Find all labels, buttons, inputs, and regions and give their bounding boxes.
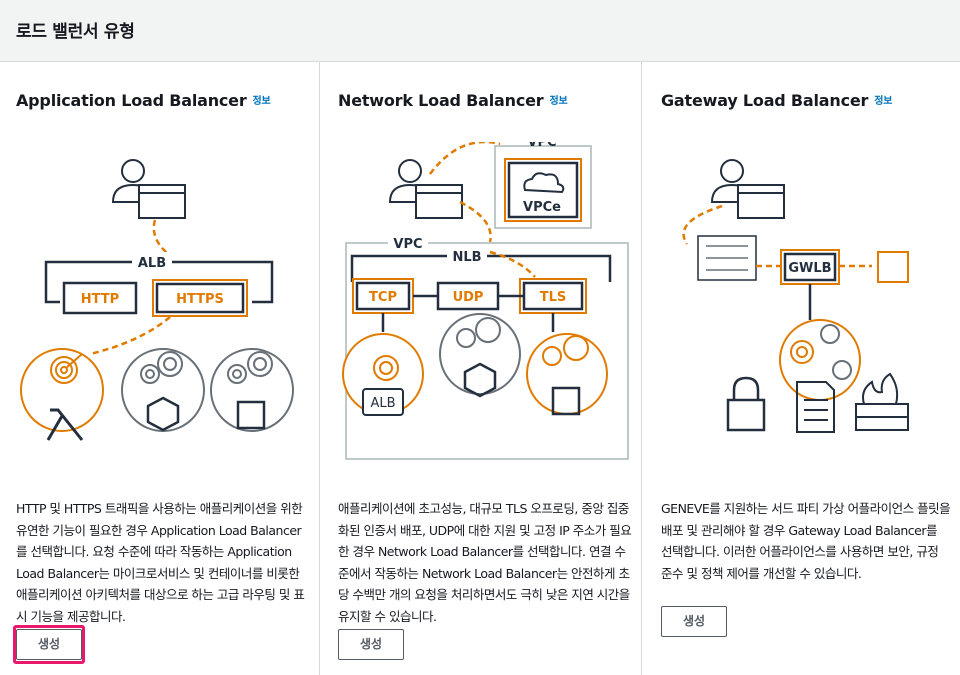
container-icon <box>146 396 180 432</box>
tcp-label: TCP <box>369 290 397 305</box>
gwlb-description: GENEVE를 지원하는 서드 파티 가상 어플라이언스 플릿을 배포 및 관리… <box>661 501 951 581</box>
chip-icon <box>877 251 909 283</box>
alb-target-label: ALB <box>370 396 395 411</box>
alb-group-label: ALB <box>138 256 166 271</box>
user-icon <box>388 159 463 219</box>
firewall-icon <box>855 372 909 431</box>
page-header: 로드 밸런서 유형 <box>0 0 960 62</box>
nlb-group-label: NLB <box>452 250 481 265</box>
vpc-top-label: VPC <box>527 142 556 150</box>
tls-label: TLS <box>540 290 567 305</box>
user-icon <box>710 159 785 219</box>
nlb-info-link[interactable]: 정보 <box>549 96 568 107</box>
vpc-label: VPC <box>393 237 422 252</box>
udp-label: UDP <box>453 290 484 305</box>
checklist-icon <box>796 381 835 433</box>
lock-icon <box>726 376 766 432</box>
nlb-create-button[interactable]: 생성 <box>338 629 404 660</box>
http-label: HTTP <box>81 292 119 307</box>
gwlb-create-button[interactable]: 생성 <box>661 606 727 637</box>
nlb-diagram: VPC VPCe VPC NLB TCP UDP TLS <box>342 142 629 460</box>
cloud-icon <box>523 172 565 194</box>
gwlb-info-link[interactable]: 정보 <box>874 96 893 107</box>
alb-description: HTTP 및 HTTPS 트래픽을 사용하는 애플리케이션을 위한 유연한 기능… <box>16 501 305 624</box>
lambda-icon <box>46 408 84 441</box>
alb-info-link[interactable]: 정보 <box>252 96 271 107</box>
alb-create-button[interactable]: 생성 <box>16 629 82 660</box>
browser-window-icon <box>138 184 186 219</box>
chip-icon <box>236 400 266 430</box>
alb-diagram: ALB HTTP HTTPS <box>20 159 294 441</box>
https-label: HTTPS <box>176 292 224 307</box>
target-icon <box>50 353 83 384</box>
nlb-description: 애플리케이션에 초고성능, 대규모 TLS 오프로딩, 중앙 집중화된 인증서 … <box>338 501 632 624</box>
page-title: 로드 밸런서 유형 <box>16 22 135 42</box>
gwlb-diagram: GWLB <box>682 159 909 433</box>
gwlb-label: GWLB <box>788 261 831 276</box>
vpce-label: VPCe <box>523 200 561 215</box>
